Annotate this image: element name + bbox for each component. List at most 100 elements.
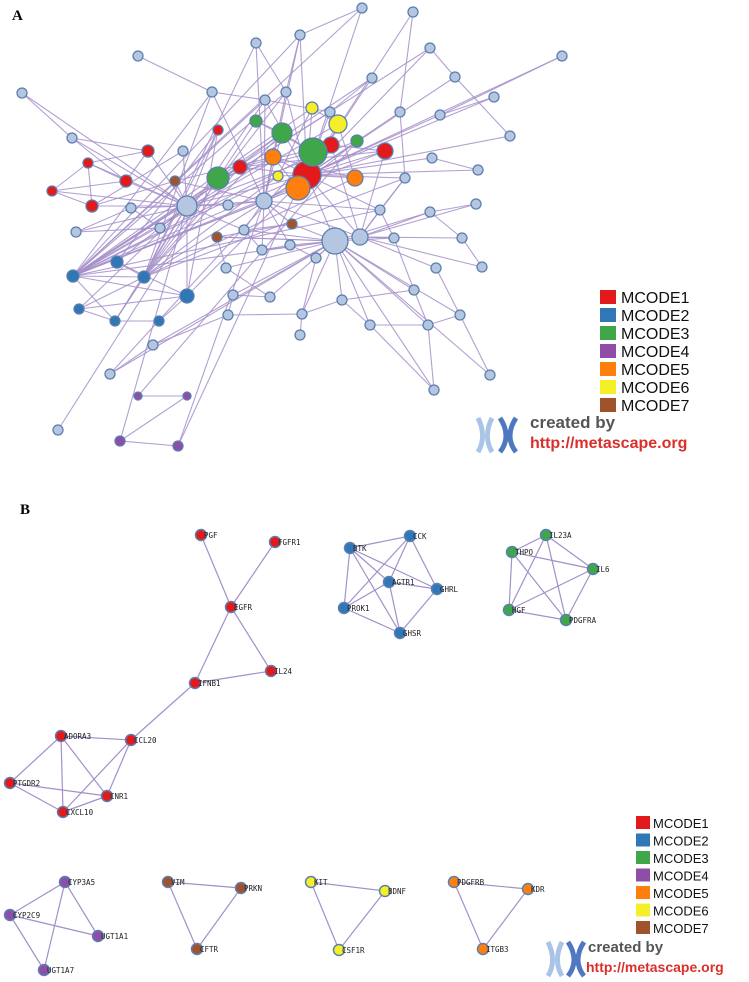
legend-b-swatch	[636, 886, 650, 899]
edge-a	[359, 236, 483, 268]
edge-a	[119, 440, 179, 447]
node-a	[284, 239, 296, 251]
node-a	[366, 72, 378, 84]
gene-node-cxcl10: CXCL10	[56, 805, 94, 819]
gene-label: IL24	[274, 667, 293, 676]
edge-a	[306, 96, 495, 176]
gene-label: FGFR1	[278, 538, 301, 547]
node-a	[211, 231, 223, 243]
nodes-b: PGFFGFR1EGFRIL24IFNB1CCL20ADORA3PTGDR2CN…	[3, 528, 610, 977]
gene-node-circle	[539, 528, 553, 542]
gene-node-circle	[190, 942, 204, 956]
gene-node-circle	[37, 963, 51, 977]
node-a	[114, 435, 126, 447]
node-a	[206, 166, 230, 190]
edge-b	[511, 551, 567, 621]
gene-node-pgf: PGF	[194, 528, 218, 542]
edge-b	[388, 535, 411, 583]
metascape-url[interactable]: http://metascape.org	[530, 435, 687, 452]
edge-a	[359, 236, 463, 239]
gene-label: BDNF	[388, 887, 407, 896]
edge-b	[62, 739, 132, 813]
node-a	[220, 262, 232, 274]
node-a	[82, 157, 94, 169]
edge-a	[78, 205, 188, 310]
edge-b	[545, 534, 567, 621]
edge-a	[72, 275, 145, 278]
legend-a-label: MCODE6	[621, 380, 690, 397]
edge-a	[435, 267, 461, 316]
legend-b-swatch	[636, 868, 650, 882]
gene-node-circle	[343, 541, 357, 555]
gene-node-ccl20: CCL20	[124, 733, 157, 747]
edge-a	[216, 223, 293, 238]
edge-a	[306, 169, 479, 176]
edge-b	[453, 881, 529, 890]
edge-a	[143, 99, 266, 278]
gene-label: PROK1	[347, 604, 370, 613]
edge-a	[72, 275, 116, 322]
edge-a	[330, 144, 361, 238]
node-a	[154, 222, 166, 234]
edge-a	[334, 240, 491, 376]
edge-b	[230, 606, 272, 672]
gene-label: GHSR	[403, 629, 422, 638]
edge-a	[399, 11, 414, 113]
legend-a-swatch	[600, 326, 616, 340]
node-a	[424, 42, 436, 54]
legend-a-label: MCODE7	[621, 398, 690, 415]
edge-a	[143, 174, 308, 278]
gene-node-circle	[3, 908, 17, 922]
edge-a	[299, 7, 363, 36]
gene-label: KIT	[314, 878, 328, 887]
gene-node-fgfr1: FGFR1	[268, 535, 301, 549]
metascape-url-b[interactable]: http://metascape.org	[586, 959, 724, 975]
gene-node-circle	[505, 545, 519, 559]
edge-a	[263, 200, 381, 211]
edge-a	[227, 313, 303, 316]
edge-a	[217, 151, 314, 179]
edge-b	[343, 535, 411, 609]
gene-node-circle	[58, 875, 72, 889]
gene-label: PDGFRA	[569, 616, 597, 625]
node-a	[394, 106, 406, 118]
gene-node-circle	[91, 929, 105, 943]
node-a	[109, 315, 121, 327]
edge-a	[109, 240, 336, 375]
edge-a	[277, 107, 313, 177]
node-a	[428, 384, 440, 396]
edge-a	[439, 55, 563, 116]
node-a	[182, 391, 192, 401]
edge-a	[330, 144, 386, 152]
node-a	[272, 170, 284, 182]
edge-a	[225, 240, 336, 269]
gene-label: EGFR	[234, 603, 253, 612]
gene-label: THPO	[515, 548, 534, 557]
node-a	[176, 195, 198, 217]
node-a	[222, 199, 234, 211]
node-a	[238, 224, 250, 236]
edge-b	[508, 568, 594, 611]
gene-node-bdnf: BDNF	[378, 884, 407, 898]
node-a	[294, 29, 306, 41]
gene-node-circle	[161, 875, 175, 889]
gene-node-prok1: PROK1	[337, 601, 370, 615]
edge-a	[91, 180, 176, 207]
edge-b	[106, 739, 132, 797]
gene-label: HGF	[512, 606, 526, 615]
gene-node-ugt1a7: UGT1A7	[37, 963, 74, 977]
node-a	[321, 227, 349, 255]
edge-b	[343, 547, 351, 609]
edge-a	[334, 211, 431, 242]
edge-a	[137, 55, 213, 93]
edge-a	[439, 96, 495, 116]
edge-a	[177, 200, 265, 447]
node-a	[259, 94, 271, 106]
gene-node-circle	[332, 943, 346, 957]
gene-label: PTGDR2	[13, 779, 40, 788]
edge-a	[216, 236, 336, 242]
node-a	[104, 368, 116, 380]
nodes-a	[16, 2, 568, 452]
gene-label: GHRL	[440, 585, 459, 594]
gene-node-itgb3: ITGB3	[476, 942, 509, 956]
